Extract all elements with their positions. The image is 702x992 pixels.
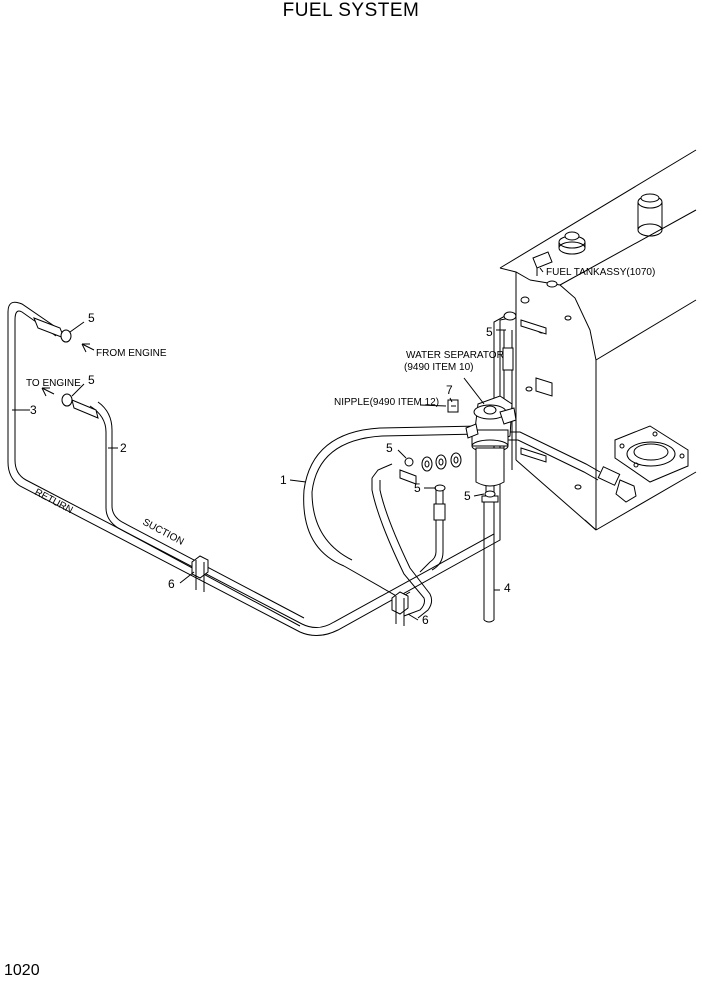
callout-4: 4 bbox=[504, 581, 511, 595]
breather-icon bbox=[558, 231, 586, 255]
arrow-to-engine-icon bbox=[41, 387, 55, 397]
callout-5: 5 bbox=[464, 489, 471, 503]
page-title: FUEL SYSTEM bbox=[282, 0, 420, 21]
callout-5: 5 bbox=[414, 481, 421, 495]
hose-end-from-engine bbox=[33, 317, 72, 343]
callout-7: 7 bbox=[446, 383, 453, 397]
fuel-tank bbox=[499, 149, 697, 531]
label-from-engine: FROM ENGINE bbox=[96, 348, 167, 359]
tank-outlet-line bbox=[505, 431, 637, 503]
callout-2: 2 bbox=[120, 441, 127, 455]
washers bbox=[399, 311, 517, 498]
label-to-engine: TO ENGINE bbox=[26, 378, 81, 389]
callout-6: 6 bbox=[422, 613, 429, 627]
label-water-separator-2: (9490 ITEM 10) bbox=[404, 362, 473, 373]
arrow-from-engine-icon bbox=[81, 343, 95, 353]
leader-lines bbox=[12, 267, 544, 621]
page-number: 1020 bbox=[4, 962, 40, 979]
drain-cover-icon bbox=[614, 425, 689, 483]
callout-5: 5 bbox=[88, 311, 95, 325]
callout-5: 5 bbox=[88, 373, 95, 387]
return-line-3 bbox=[7, 301, 511, 636]
hose-end-to-engine bbox=[61, 393, 99, 419]
nipple-7 bbox=[447, 399, 459, 413]
filler-cap-icon bbox=[637, 193, 663, 237]
clip-6b bbox=[391, 591, 409, 626]
fuel-line-4 bbox=[483, 500, 495, 623]
label-water-separator-1: WATER SEPARATOR bbox=[406, 350, 504, 361]
suction-line-2 bbox=[89, 401, 305, 627]
hose-to-engine bbox=[371, 463, 433, 619]
water-separator bbox=[465, 395, 517, 503]
callout-5: 5 bbox=[486, 325, 493, 339]
level-sender-icon bbox=[532, 251, 553, 276]
label-nipple: NIPPLE(9490 ITEM 12) bbox=[334, 397, 439, 408]
short-pipe bbox=[419, 488, 446, 573]
callout-1: 1 bbox=[280, 473, 287, 487]
clip-6a bbox=[191, 555, 209, 592]
callout-5: 5 bbox=[386, 441, 393, 455]
label-fuel-tank: FUEL TANKASSY(1070) bbox=[546, 267, 655, 278]
callout-6: 6 bbox=[168, 577, 175, 591]
callout-3: 3 bbox=[30, 403, 37, 417]
